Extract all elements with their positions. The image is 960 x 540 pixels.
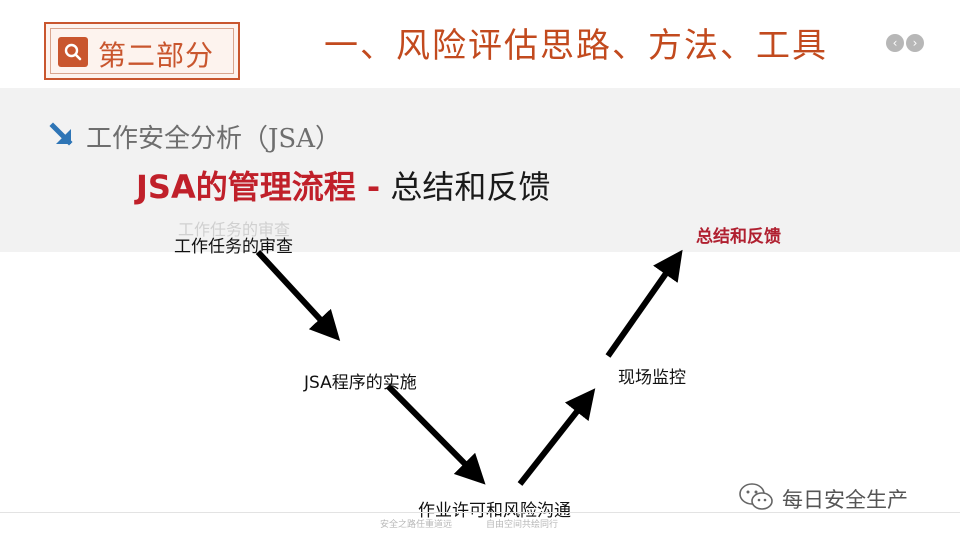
wechat-icon <box>738 482 774 516</box>
section-badge: 第二部分 <box>44 22 240 80</box>
flow-step-site-monitoring: 现场监控 <box>618 368 686 388</box>
process-title-rest: 总结和反馈 <box>380 168 551 206</box>
section-title: 一、风险评估思路、方法、工具 <box>324 26 828 66</box>
process-title: JSA的管理流程 - 总结和反馈 <box>136 162 550 208</box>
footer-divider <box>0 512 960 513</box>
slide-header: 第二部分 一、风险评估思路、方法、工具 ‹ › <box>0 0 960 88</box>
account-watermark: 每日安全生产 <box>738 482 908 516</box>
next-slide-button[interactable]: › <box>906 34 924 52</box>
content-band <box>0 88 960 252</box>
flow-step-summary-feedback: 总结和反馈 <box>696 227 781 247</box>
ghost-text: 工作任务的审查 <box>178 220 291 239</box>
footer-right-text: 自由空间共绘同行 <box>486 520 559 530</box>
arrow-down-right-icon <box>48 121 76 153</box>
flow-step-jsa-implementation: JSA程序的实施 <box>304 373 417 393</box>
topic-heading-text: 工作安全分析（JSA） <box>86 124 342 154</box>
arrow-permit-to-monitor <box>517 388 596 486</box>
flow-step-task-review: 工作任务的审查 <box>174 237 293 257</box>
arrow-review-to-implement <box>255 249 341 342</box>
slide-nav: ‹ › <box>886 34 924 52</box>
section-badge-label: 第二部分 <box>98 39 215 72</box>
process-title-highlight: JSA的管理流程 - <box>136 168 381 206</box>
prev-slide-button[interactable]: ‹ <box>886 34 904 52</box>
arrow-monitor-to-feedback <box>605 249 683 358</box>
magnifier-icon <box>58 37 88 67</box>
topic-heading: 工作安全分析（JSA） <box>48 118 341 155</box>
footer-left-text: 安全之路任重道远 <box>380 520 453 530</box>
watermark-text: 每日安全生产 <box>782 488 908 512</box>
flow-step-permit-communication: 作业许可和风险沟通 <box>418 501 571 521</box>
arrow-implement-to-permit <box>385 383 486 485</box>
